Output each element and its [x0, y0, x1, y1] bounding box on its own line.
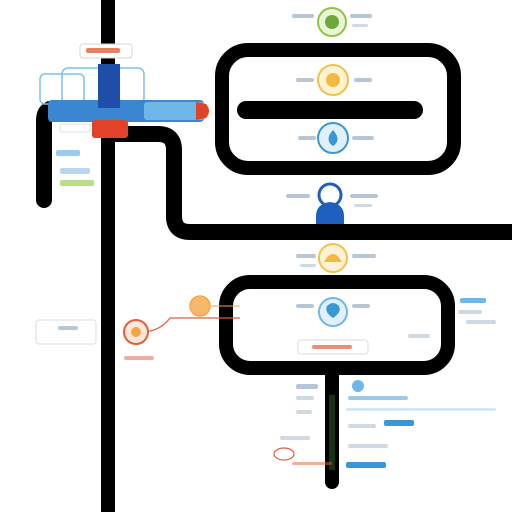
track-group	[36, 0, 512, 512]
tag-top-fill	[86, 48, 120, 53]
lower-person-icon	[352, 380, 364, 392]
lower-tag-icon	[273, 447, 295, 461]
red-banner-tip	[196, 102, 209, 120]
orange-dot-icon	[189, 295, 211, 317]
node-leaf	[292, 7, 372, 37]
person-icon	[316, 202, 344, 224]
leaf-icon	[325, 15, 339, 29]
droplet-icon	[328, 130, 338, 146]
upper-left-panel	[39, 43, 209, 138]
node-person	[286, 182, 378, 224]
shell-icon	[324, 254, 342, 262]
red-tab	[92, 120, 128, 138]
right-labels	[408, 298, 496, 338]
node-flower	[35, 319, 154, 360]
node-orange	[189, 295, 211, 317]
left-label-box	[35, 319, 97, 345]
cloud-icon	[326, 303, 340, 318]
node-droplet	[298, 122, 374, 154]
node-sun	[296, 64, 372, 96]
sun-icon	[326, 73, 340, 87]
blue-banner-light	[144, 102, 204, 120]
node-shell	[296, 243, 376, 273]
white-strip	[59, 123, 91, 133]
left-labels	[56, 150, 94, 186]
upper-loop-track	[215, 43, 461, 175]
node-cloud	[296, 297, 370, 355]
lower-labels	[273, 380, 496, 468]
dark-blue-bar	[98, 64, 120, 108]
right-run-track	[100, 126, 512, 240]
flower-icon	[131, 327, 141, 337]
